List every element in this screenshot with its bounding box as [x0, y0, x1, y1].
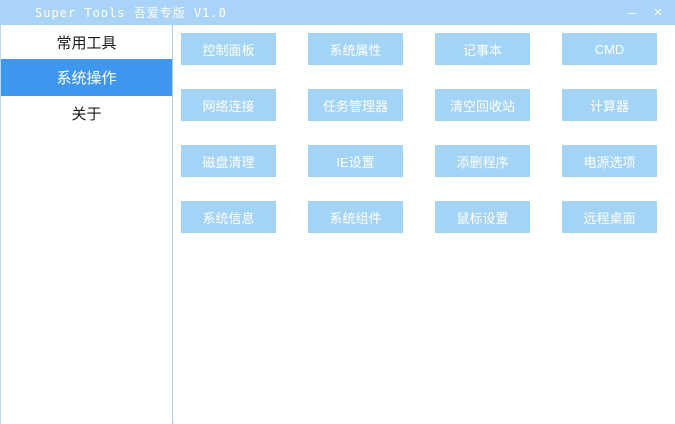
- sidebar: 常用工具 系统操作 关于: [1, 25, 173, 424]
- close-icon: ×: [653, 4, 663, 21]
- sidebar-item-about[interactable]: 关于: [1, 96, 172, 131]
- tool-button-task-manager[interactable]: 任务管理器: [308, 89, 403, 121]
- tool-button-system-info[interactable]: 系统信息: [181, 201, 276, 233]
- tool-button-network-connections[interactable]: 网络连接: [181, 89, 276, 121]
- tool-button-ie-settings[interactable]: IE设置: [308, 145, 403, 177]
- window-title: Super Tools 吾爱专版 V1.0: [35, 6, 227, 20]
- sidebar-item-label: 关于: [71, 106, 102, 123]
- close-button[interactable]: ×: [645, 0, 671, 25]
- tool-button-notepad[interactable]: 记事本: [435, 33, 530, 65]
- titlebar-controls: – ×: [619, 0, 675, 25]
- tool-button-grid: 控制面板 系统属性 记事本 CMD 网络连接 任务管理器 清空回收站 计算器 磁…: [174, 25, 675, 424]
- sidebar-item-system-operations[interactable]: 系统操作: [1, 59, 172, 96]
- tool-button-cmd[interactable]: CMD: [562, 33, 657, 65]
- sidebar-item-label: 常用工具: [56, 34, 117, 52]
- tool-button-add-remove-programs[interactable]: 添删程序: [435, 145, 530, 177]
- tool-button-mouse-settings[interactable]: 鼠标设置: [435, 201, 530, 233]
- titlebar[interactable]: Super Tools 吾爱专版 V1.0 – ×: [0, 0, 675, 25]
- tool-button-calculator[interactable]: 计算器: [562, 89, 657, 121]
- minimize-icon: –: [628, 4, 636, 20]
- tool-button-control-panel[interactable]: 控制面板: [181, 33, 276, 65]
- tool-button-remote-desktop[interactable]: 远程桌面: [562, 201, 657, 233]
- tool-button-disk-cleanup[interactable]: 磁盘清理: [181, 145, 276, 177]
- tool-button-power-options[interactable]: 电源选项: [562, 145, 657, 177]
- tool-button-system-properties[interactable]: 系统属性: [308, 33, 403, 65]
- sidebar-item-common-tools[interactable]: 常用工具: [1, 25, 172, 59]
- sidebar-item-label: 系统操作: [56, 70, 117, 87]
- tool-button-system-components[interactable]: 系统组件: [308, 201, 403, 233]
- minimize-button[interactable]: –: [619, 0, 645, 25]
- tool-button-empty-recycle-bin[interactable]: 清空回收站: [435, 89, 530, 121]
